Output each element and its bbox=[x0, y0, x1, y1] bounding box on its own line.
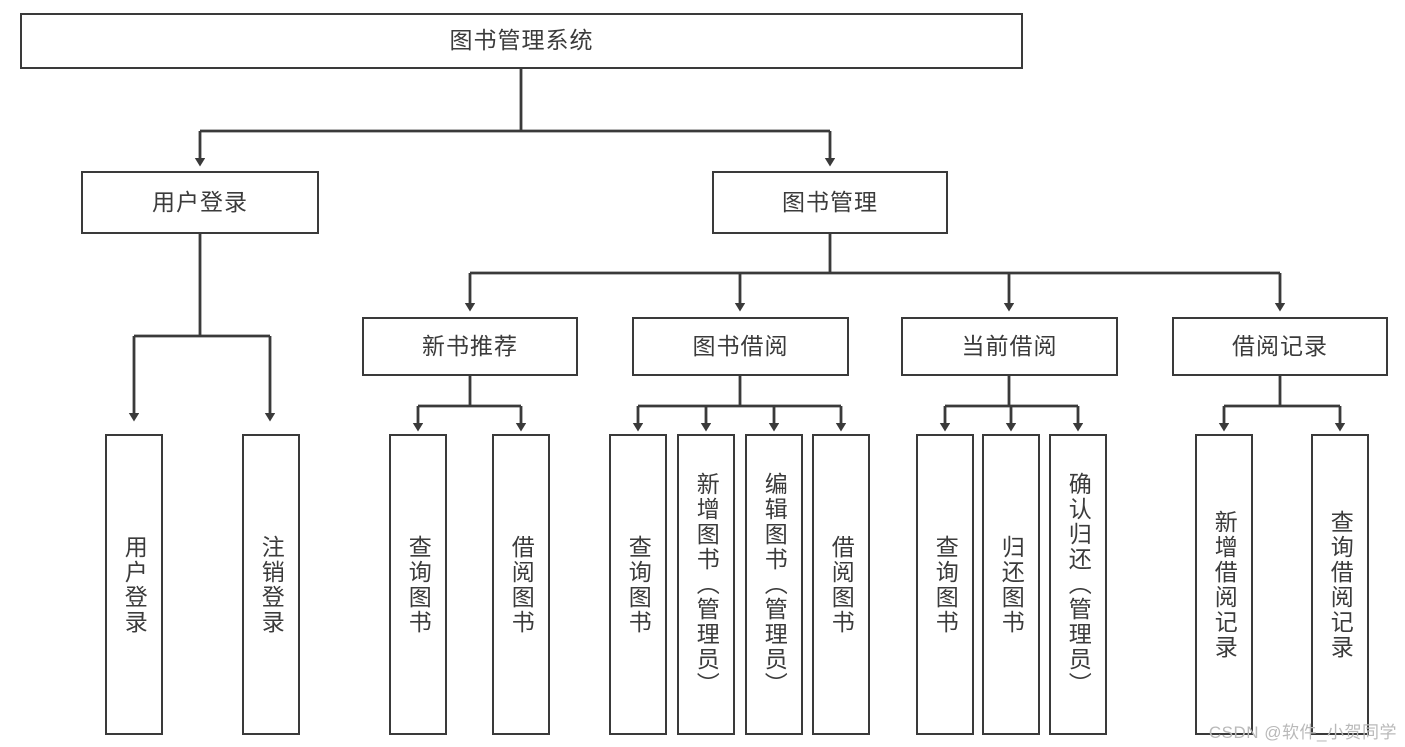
node-label: 用户登录 bbox=[152, 188, 248, 215]
node-label: 新增借阅记录 bbox=[1211, 509, 1238, 660]
node-leaf-query-book-2[interactable]: 查询图书 bbox=[609, 434, 667, 735]
node-label: 编辑图书（管理员） bbox=[761, 472, 788, 697]
node-leaf-add-book[interactable]: 新增图书（管理员） bbox=[677, 434, 735, 735]
node-label: 借阅图书 bbox=[828, 534, 855, 635]
node-label: 图书借阅 bbox=[692, 332, 789, 359]
node-book-borrow[interactable]: 图书借阅 bbox=[632, 317, 849, 376]
node-label: 查询图书 bbox=[405, 534, 432, 635]
node-leaf-borrow-book-2[interactable]: 借阅图书 bbox=[812, 434, 870, 735]
node-user-login[interactable]: 用户登录 bbox=[81, 171, 319, 234]
node-label: 归还图书 bbox=[998, 534, 1025, 635]
node-root-book-management-system[interactable]: 图书管理系统 bbox=[20, 13, 1023, 69]
node-label: 用户登录 bbox=[121, 534, 148, 635]
node-leaf-confirm-return[interactable]: 确认归还（管理员） bbox=[1049, 434, 1107, 735]
node-leaf-add-record[interactable]: 新增借阅记录 bbox=[1195, 434, 1253, 735]
node-label: 当前借阅 bbox=[961, 332, 1058, 359]
node-leaf-user-login[interactable]: 用户登录 bbox=[105, 434, 163, 735]
node-label: 新增图书（管理员） bbox=[693, 472, 720, 697]
node-label: 图书管理系统 bbox=[449, 27, 594, 54]
node-leaf-logout-login[interactable]: 注销登录 bbox=[242, 434, 300, 735]
node-label: 新书推荐 bbox=[422, 332, 518, 359]
node-borrow-record[interactable]: 借阅记录 bbox=[1172, 317, 1388, 376]
node-label: 确认归还（管理员） bbox=[1065, 472, 1092, 697]
node-book-management[interactable]: 图书管理 bbox=[712, 171, 948, 234]
node-leaf-query-record[interactable]: 查询借阅记录 bbox=[1311, 434, 1369, 735]
node-leaf-edit-book[interactable]: 编辑图书（管理员） bbox=[745, 434, 803, 735]
node-label: 图书管理 bbox=[782, 188, 878, 215]
node-current-borrow[interactable]: 当前借阅 bbox=[901, 317, 1118, 376]
node-leaf-return-book[interactable]: 归还图书 bbox=[982, 434, 1040, 735]
node-leaf-query-book-3[interactable]: 查询图书 bbox=[916, 434, 974, 735]
node-label: 查询借阅记录 bbox=[1327, 509, 1354, 660]
node-new-book-recommend[interactable]: 新书推荐 bbox=[362, 317, 578, 376]
node-label: 注销登录 bbox=[258, 534, 285, 635]
csdn-watermark: CSDN @软件_小贺同学 bbox=[1208, 723, 1397, 742]
node-label: 借阅图书 bbox=[508, 534, 535, 635]
node-leaf-query-book-1[interactable]: 查询图书 bbox=[389, 434, 447, 735]
node-label: 查询图书 bbox=[932, 534, 959, 635]
node-label: 借阅记录 bbox=[1232, 332, 1328, 359]
node-leaf-borrow-book-1[interactable]: 借阅图书 bbox=[492, 434, 550, 735]
node-label: 查询图书 bbox=[625, 534, 652, 635]
